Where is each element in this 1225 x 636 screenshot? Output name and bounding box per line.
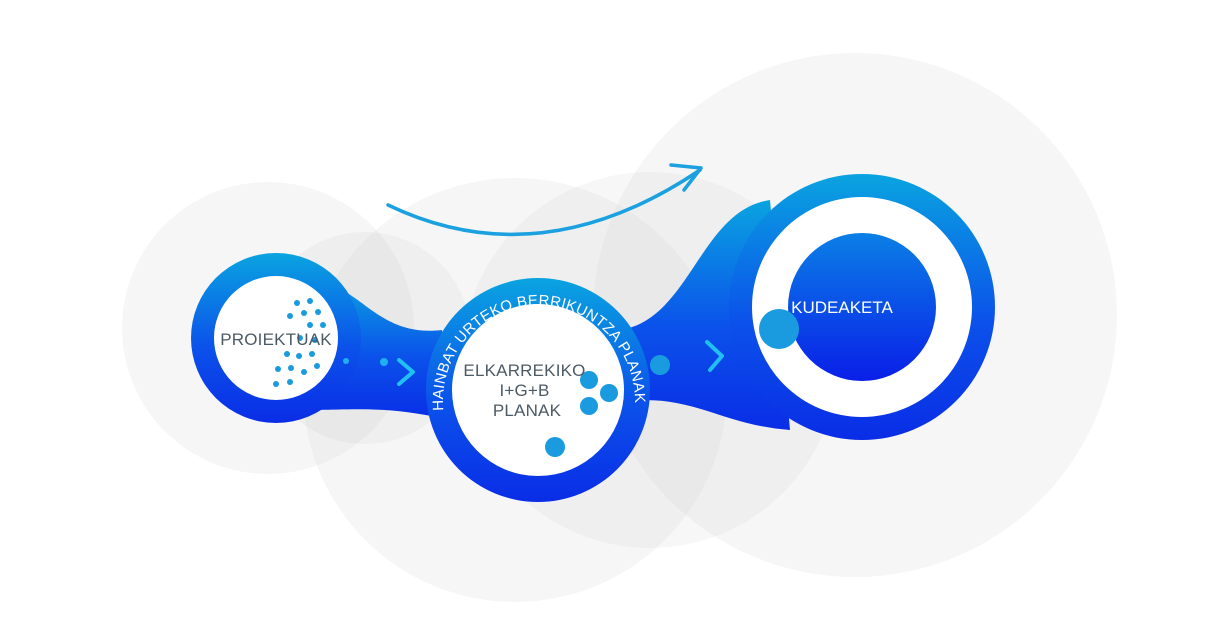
management-label: KUDEAKETA: [791, 298, 893, 317]
plans-dot-cluster: [545, 371, 618, 457]
chevron-right-icon: [705, 340, 724, 372]
chevron-right-icon: [397, 358, 415, 386]
plans-label-line: PLANAK: [493, 401, 562, 420]
flow-arrow-head: [669, 163, 703, 192]
node-projects-disc: [214, 276, 338, 400]
plans-label: ELKARREKIKO I+G+B PLANAK: [463, 361, 590, 420]
connector-dot: [380, 358, 388, 366]
management-dot: [759, 309, 799, 349]
node-management-core: [788, 233, 936, 381]
node-plans-disc: [452, 304, 624, 476]
plans-label-line: I+G+B: [499, 381, 549, 400]
projects-label: PROIEKTUAK: [220, 330, 332, 349]
flow-arrow-curve: [386, 168, 702, 237]
connector-dot: [650, 355, 670, 375]
connector-dot: [343, 358, 349, 364]
projects-dot-cluster: [273, 298, 326, 387]
plans-label-line: ELKARREKIKO: [463, 361, 585, 380]
